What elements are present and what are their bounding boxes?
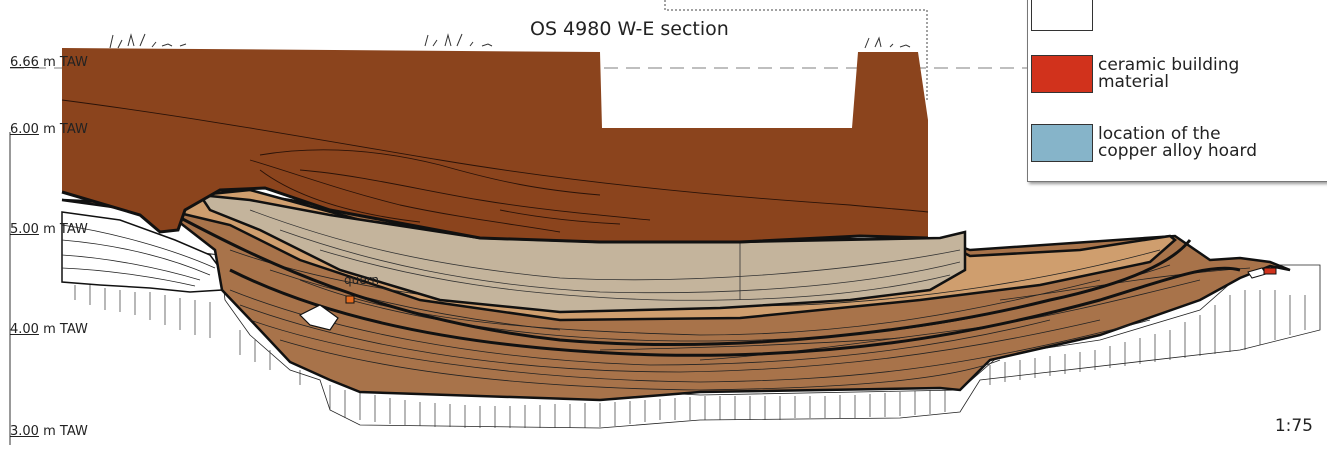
boundary-line-1 bbox=[174, 213, 1192, 346]
hatch-lines bbox=[74, 285, 1306, 428]
legend-swatch-blank bbox=[1031, 0, 1093, 31]
section-title: OS 4980 W-E section bbox=[530, 18, 729, 40]
level-label-1: 6.66 m TAW bbox=[10, 55, 88, 70]
legend-swatch-hoard bbox=[1031, 124, 1093, 162]
legend-swatch-ceramic bbox=[1031, 55, 1093, 93]
topsoil bbox=[62, 48, 928, 242]
legend: ceramic building material location of th… bbox=[1027, 0, 1327, 182]
vegetation bbox=[109, 33, 911, 49]
legend-label-ceramic: ceramic building material bbox=[1098, 55, 1240, 92]
quern-label: quern bbox=[344, 273, 379, 287]
scale-label: 1:75 bbox=[1274, 416, 1313, 436]
ceramic-marker bbox=[1263, 267, 1277, 275]
white-stone-left bbox=[298, 304, 339, 331]
level-label-5: 3.00 m TAW bbox=[10, 424, 88, 439]
level-label-4: 4.00 m TAW bbox=[10, 322, 88, 337]
quern-marker bbox=[345, 295, 355, 304]
level-label-2: 6.00 m TAW bbox=[10, 122, 88, 137]
legend-label-hoard: location of the copper alloy hoard bbox=[1098, 124, 1257, 161]
level-label-3: 5.00 m TAW bbox=[10, 222, 88, 237]
frame-line bbox=[664, 0, 928, 100]
boundary-line-2 bbox=[229, 266, 1241, 357]
topsoil-base bbox=[61, 186, 929, 244]
